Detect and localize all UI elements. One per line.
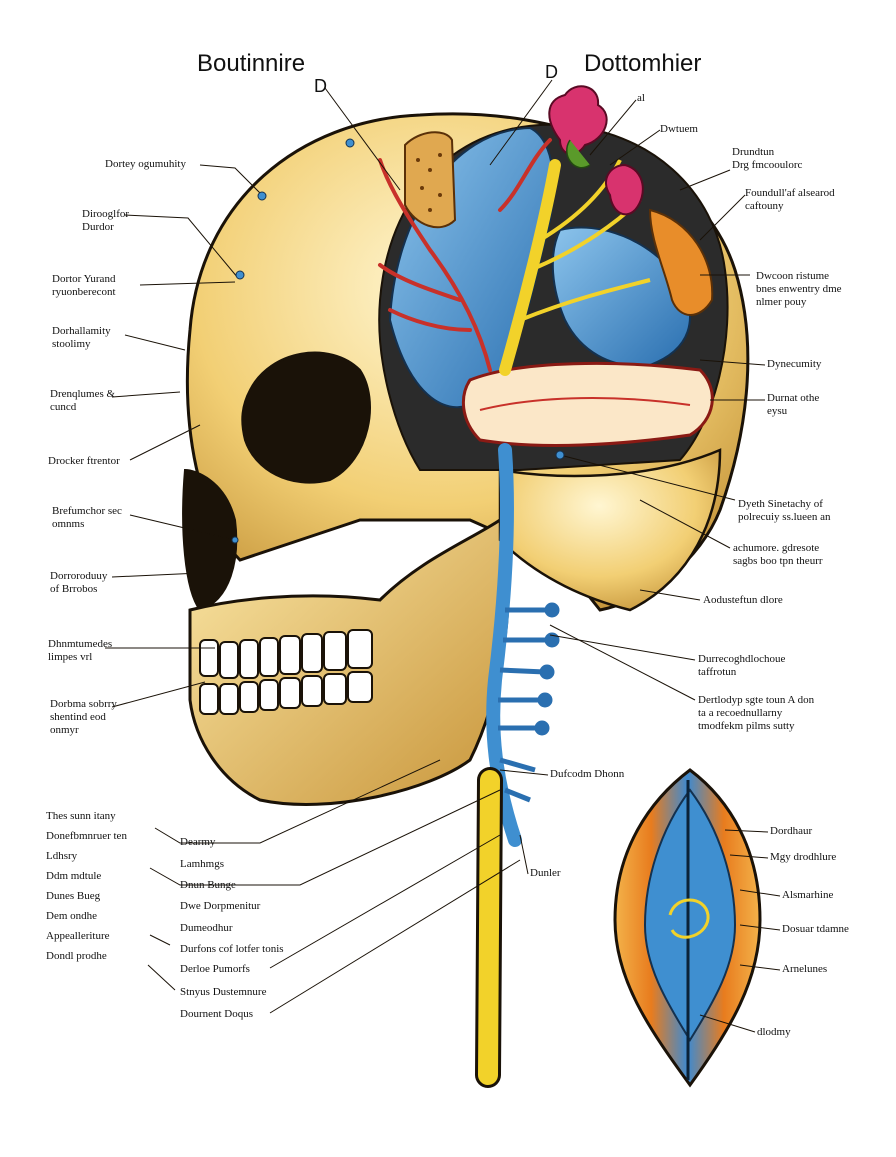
brain-blue-lobe-right — [551, 226, 691, 367]
label-right-low-2: Dertlodyp sgte toun A don ta a recoednul… — [698, 694, 815, 732]
label-left-7: Brefumchor sec omnms — [52, 505, 122, 530]
label-spine: Dufcodm Dhonn — [550, 768, 625, 780]
label-bottom-2-6: Durfons cof lotfer tonis — [180, 943, 284, 955]
label-left-3: Dortor Yurand ryuonberecont — [52, 273, 116, 298]
label-right-mid-2: Dynecumity — [767, 358, 822, 370]
label-top-small: al — [637, 92, 645, 104]
label-right-top-3: Foundull'af alsearod caftouny — [745, 187, 835, 212]
label-left-8: Dorroroduuy of Brrobos — [50, 570, 108, 595]
label-bottom-2-9: Dournent Doqus — [180, 1008, 254, 1020]
label-bottom-2-4: Dwe Dorpmenitur — [180, 900, 261, 912]
flower-right — [605, 163, 644, 216]
title-left: Boutinnire — [197, 50, 306, 77]
upper-teeth — [199, 629, 373, 679]
label-bottom-2-5: Dumeodhur — [180, 922, 233, 934]
label-left-10: Dorbma sobrry shentind eod onmyr — [50, 698, 117, 736]
label-bottom-2-3: Dnun Bunge — [180, 879, 236, 891]
label-right-top-2: Drundtun Drg fmcooulorc — [732, 146, 803, 171]
label-inset-6: dlodmy — [757, 1026, 791, 1038]
mark-left: D — [314, 76, 327, 96]
label-left-9: Dhnmtumedes limpes vrl — [48, 638, 113, 663]
leader-lines — [105, 79, 781, 1033]
occipital — [498, 448, 722, 612]
label-bottom-2-7: Derloe Pumorfs — [180, 963, 250, 975]
accent-dots — [231, 138, 565, 544]
mark-center: D — [545, 62, 558, 82]
label-left-4: Dorhallamity stoolimy — [52, 325, 111, 350]
brain-orange-lobe — [648, 208, 714, 316]
label-right-mid-4: Dyeth Sinetachy of polrecuiy ss.lueen an — [738, 498, 831, 523]
label-inset-3: Alsmarhine — [782, 889, 834, 901]
spinal-cord-yellow-fill — [478, 770, 500, 1085]
nerve-trunk — [499, 159, 561, 376]
label-inset-5: Arnelunes — [782, 963, 828, 975]
label-inset-2: Mgy drodhlure — [770, 851, 837, 863]
label-bottom-2-1: Dearmy — [180, 836, 216, 848]
label-inset-1: Dordhaur — [770, 825, 813, 837]
label-spine-2: Dunler — [530, 867, 561, 879]
label-left-6: Drocker ftrentor — [48, 455, 120, 467]
label-bottom-2-8: Stnyus Dustemnure — [180, 986, 267, 998]
label-right-mid-3: Durnat othe eysu — [767, 392, 820, 417]
vertebra-branches — [498, 602, 560, 803]
label-bottom-col1: Thes sunn itany Donefbmnruer ten Ldhsry … — [46, 810, 127, 962]
inset-organ — [613, 768, 762, 1088]
label-inset-4: Dosuar tdamne — [782, 923, 849, 935]
label-left-2: Dirooglfor Durdor — [82, 208, 130, 233]
ear-detail — [479, 397, 691, 411]
sponge-dots — [416, 153, 442, 212]
flower-top — [548, 85, 608, 169]
label-right-low-1: Durrecoghdlochoue taffrotun — [698, 653, 786, 678]
label-right-mid-6: Aodusteftun dlore — [703, 594, 783, 606]
label-right-top-1: Dwtuem — [660, 123, 698, 135]
title-right: Dottomhier — [584, 50, 702, 77]
label-bottom-2-2: Lamhmgs — [180, 858, 224, 870]
label-right-mid-5: achumore. gdresote sagbs boo tpn theurr — [733, 542, 823, 567]
blood-vessels — [378, 138, 552, 372]
label-left-1: Dortey ogumuhity — [105, 158, 186, 170]
ear-section — [461, 361, 714, 447]
label-right-mid-1: Dwcoon ristume bnes enwentry dme nlmer p… — [756, 270, 842, 308]
eye-socket — [241, 351, 371, 484]
sponge-bone — [404, 131, 457, 229]
nasal-cavity — [182, 468, 238, 612]
lower-teeth — [199, 671, 373, 715]
label-left-5: Drenqlumes & cuncd — [50, 388, 116, 413]
